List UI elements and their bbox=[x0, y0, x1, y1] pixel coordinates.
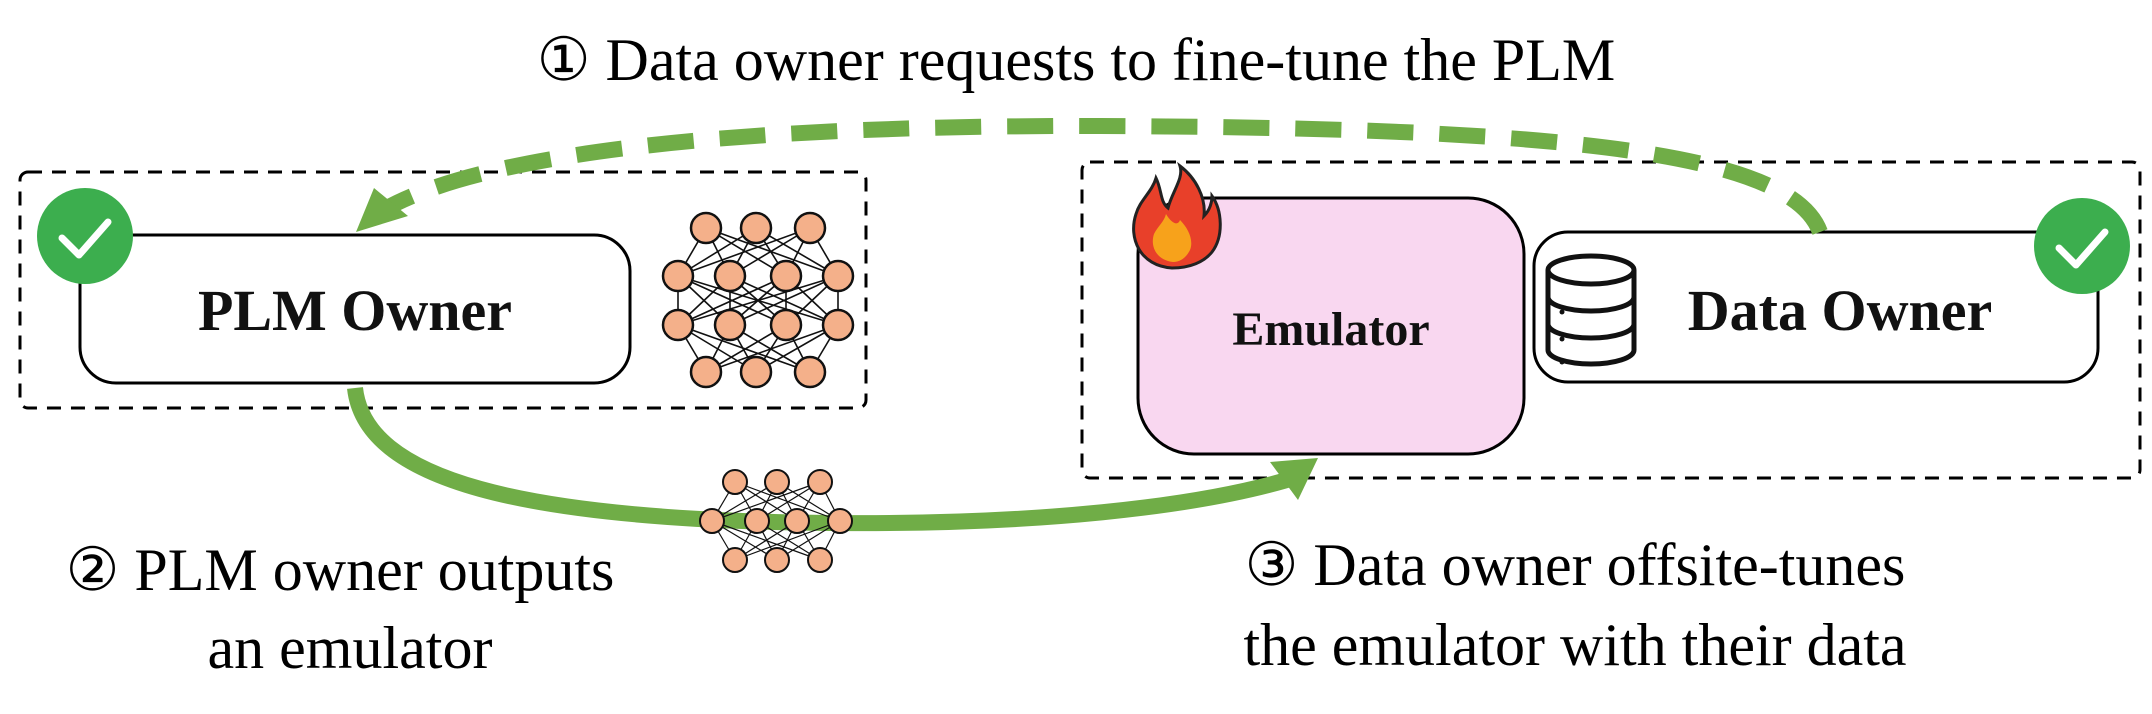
network-neuron bbox=[739, 211, 773, 245]
check-circle-icon bbox=[37, 188, 133, 284]
network-neuron bbox=[722, 547, 748, 573]
data-owner-label: Data Owner bbox=[1688, 278, 1992, 343]
neural-network-icon bbox=[699, 469, 853, 573]
network-edge bbox=[711, 481, 821, 522]
network-edge bbox=[677, 275, 787, 326]
network-neuron bbox=[689, 355, 723, 389]
network-neuron bbox=[807, 547, 833, 573]
network-neuron bbox=[699, 508, 725, 534]
plm-owner-label: PLM Owner bbox=[198, 278, 512, 343]
output-arrow-head bbox=[1270, 458, 1318, 500]
network-edge bbox=[705, 227, 839, 277]
data-owner-group bbox=[1080, 160, 2142, 480]
request-arrow bbox=[375, 117, 1828, 236]
network-edge bbox=[677, 227, 811, 277]
network-neuron bbox=[739, 355, 773, 389]
network-neuron bbox=[769, 259, 803, 293]
step3-caption-line2: the emulator with their data bbox=[1243, 612, 1906, 678]
request-arrow-head bbox=[356, 188, 408, 232]
network-edge bbox=[705, 324, 839, 373]
neural-network-icon bbox=[661, 211, 855, 389]
network-edge bbox=[734, 520, 841, 561]
network-neuron bbox=[689, 211, 723, 245]
network-edge bbox=[677, 324, 811, 373]
network-neuron bbox=[764, 547, 790, 573]
network-neuron bbox=[764, 469, 790, 495]
plm-owner-box bbox=[78, 233, 632, 385]
network-edge bbox=[677, 275, 839, 326]
network-neuron bbox=[827, 508, 853, 534]
check-circle-icon bbox=[2034, 198, 2130, 294]
plm-owner-group bbox=[18, 170, 868, 410]
database-icon bbox=[1545, 253, 1637, 367]
step3-caption-line1: ③ Data owner offsite-tunes bbox=[1245, 532, 1906, 598]
network-neuron bbox=[821, 259, 855, 293]
network-neuron bbox=[807, 469, 833, 495]
network-neuron bbox=[713, 308, 747, 342]
step2-caption-line2: an emulator bbox=[208, 615, 493, 681]
network-neuron bbox=[784, 508, 810, 534]
network-neuron bbox=[744, 508, 770, 534]
network-neuron bbox=[661, 259, 695, 293]
network-neuron bbox=[713, 259, 747, 293]
network-neuron bbox=[722, 469, 748, 495]
fire-icon bbox=[1132, 161, 1222, 270]
network-neuron bbox=[821, 308, 855, 342]
network-neuron bbox=[793, 355, 827, 389]
emulator-box bbox=[1136, 196, 1526, 456]
network-edge bbox=[729, 275, 839, 326]
network-neuron bbox=[769, 308, 803, 342]
network-neuron bbox=[661, 308, 695, 342]
step1-caption: ① Data owner requests to fine-tune the P… bbox=[537, 27, 1616, 93]
emulator-label: Emulator bbox=[1232, 303, 1429, 356]
network-neuron bbox=[793, 211, 827, 245]
step2-caption-line1: ② PLM owner outputs bbox=[66, 537, 615, 603]
